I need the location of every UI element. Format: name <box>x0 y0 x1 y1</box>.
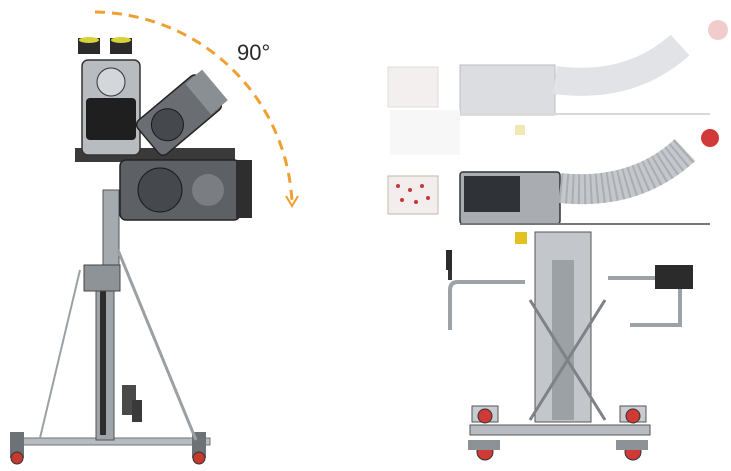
height-adjust-illustration <box>380 0 731 471</box>
lift-mast <box>39 189 198 441</box>
raised-position-ghost <box>387 20 728 155</box>
lift-mast <box>528 231 607 423</box>
rotation-angle-label: 90° <box>237 40 270 65</box>
lowered-position <box>387 129 719 244</box>
rotating-head <box>75 37 252 221</box>
rotation-arc <box>94 10 294 203</box>
rotating-lift-illustration: 90° <box>0 0 330 471</box>
rotation-arc-tip <box>285 195 299 208</box>
machine-base <box>468 405 651 461</box>
